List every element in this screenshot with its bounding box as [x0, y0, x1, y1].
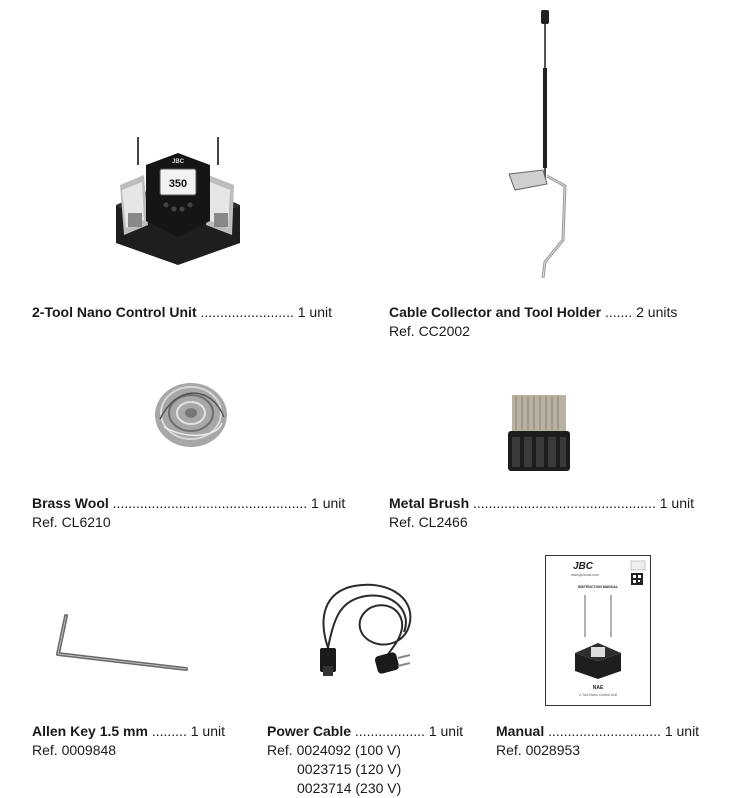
item-quantity: 1 unit: [311, 495, 346, 511]
unit-display-text: 350: [169, 178, 187, 190]
item-reference-120v: 0023715 (120 V): [297, 761, 402, 777]
item-dots: .......: [604, 304, 633, 320]
item-reference: Ref. CC2002: [389, 323, 470, 339]
item-quantity: 1 unit: [428, 723, 464, 739]
item-brass-wool: Brass Wool .............................…: [32, 494, 345, 532]
item-manual: Manual ............................. 1 u…: [496, 722, 699, 760]
item-quantity: 2 units: [636, 304, 678, 320]
item-reference: Ref. CL2466: [389, 514, 468, 530]
item-allen-key: Allen Key 1.5 mm ......... 1 unit Ref. 0…: [32, 722, 225, 760]
item-metal-brush: Metal Brush ............................…: [389, 494, 694, 532]
control-unit-image: 350 JBC: [108, 125, 248, 265]
item-quantity: 1 unit: [190, 723, 225, 739]
manual-model: NAE: [593, 685, 604, 691]
item-name: Manual: [496, 723, 545, 739]
item-quantity: 1 unit: [664, 723, 700, 739]
item-quantity: 1 unit: [297, 304, 332, 320]
item-quantity: 1 unit: [659, 495, 694, 511]
item-dots: .........: [151, 723, 187, 739]
item-cable-collector: Cable Collector and Tool Holder ....... …: [389, 303, 677, 341]
item-reference: Ref. 0009848: [32, 742, 117, 758]
manual-url: www.jbctools.com: [571, 573, 599, 577]
item-power-cable: Power Cable .................. 1 unit Re…: [267, 722, 463, 798]
manual-subtitle: 2-Tool Nano Control Unit: [579, 693, 617, 697]
manual-heading: INSTRUCTION MANUAL: [578, 585, 619, 589]
item-name: Metal Brush: [389, 495, 470, 511]
item-reference-230v: 0023714 (230 V): [297, 780, 402, 796]
item-dots: .............................: [548, 723, 661, 739]
item-reference: Ref. CL6210: [32, 514, 111, 530]
unit-brand-text: JBC: [172, 159, 185, 165]
item-dots: ..................: [354, 723, 425, 739]
item-name: Cable Collector and Tool Holder: [389, 304, 602, 320]
brass-wool-image: [152, 375, 230, 453]
item-reference: Ref. 0024092 (100 V): [267, 742, 401, 758]
power-cable-image: [314, 578, 420, 682]
item-name: 2-Tool Nano Control Unit: [32, 304, 197, 320]
manual-image: JBC www.jbctools.com INSTRUCTION MANUAL …: [545, 555, 651, 706]
item-name: Power Cable: [267, 723, 352, 739]
allen-key-image: [50, 612, 192, 674]
item-name: Brass Wool: [32, 495, 109, 511]
cable-collector-image: [495, 8, 585, 280]
item-dots: ........................................…: [473, 495, 656, 511]
metal-brush-image: [506, 393, 572, 473]
manual-brand: JBC: [573, 561, 594, 572]
item-name: Allen Key 1.5 mm: [32, 723, 148, 739]
item-dots: ........................................…: [112, 495, 308, 511]
item-dots: ........................: [200, 304, 294, 320]
item-reference: Ref. 0028953: [496, 742, 581, 758]
item-control-unit: 2-Tool Nano Control Unit ...............…: [32, 303, 332, 322]
